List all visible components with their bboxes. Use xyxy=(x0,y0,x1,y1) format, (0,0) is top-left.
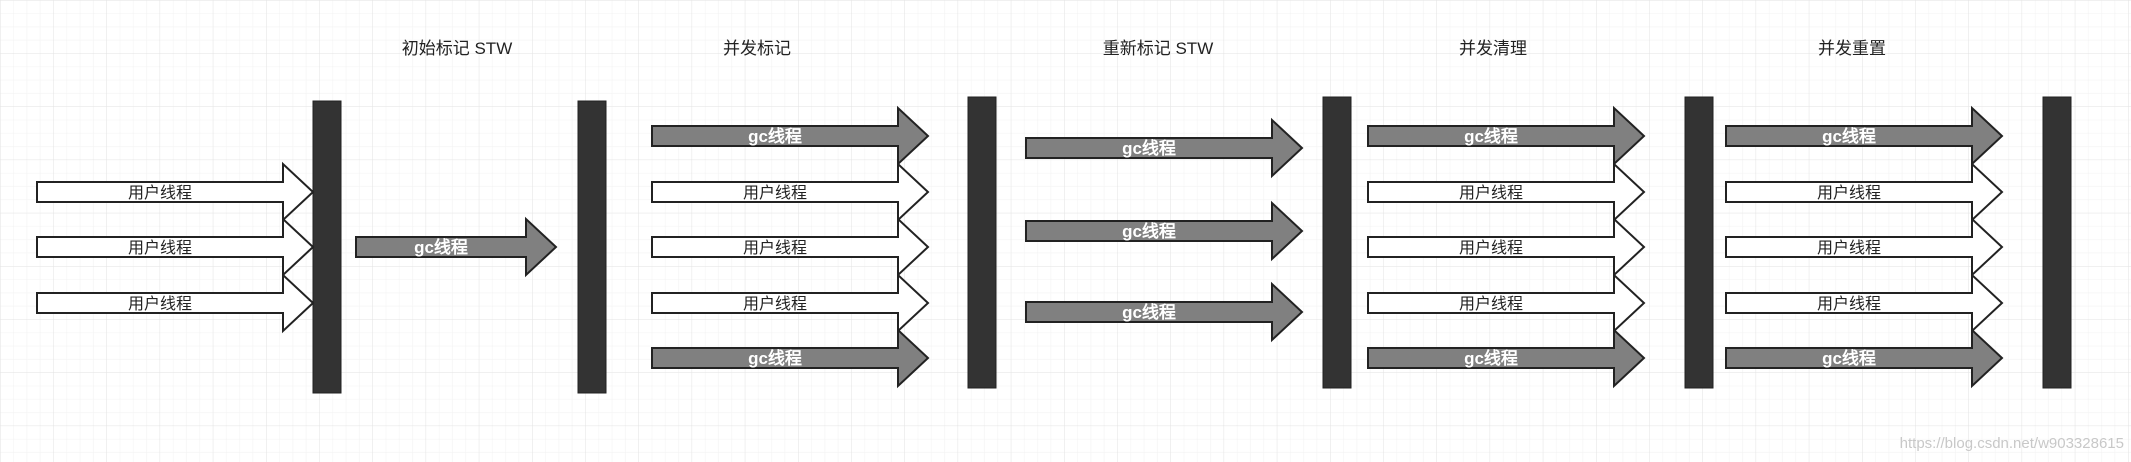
user-thread-label: 用户线程 xyxy=(128,239,192,257)
user-thread-arrow: 用户线程 xyxy=(36,161,315,223)
gc-thread-arrow: gc线程 xyxy=(1367,327,1646,389)
gc-thread-arrow: gc线程 xyxy=(1725,327,2004,389)
user-thread-label: 用户线程 xyxy=(1459,184,1523,202)
gc-thread-label: gc线程 xyxy=(1122,302,1176,322)
barrier-6 xyxy=(2042,96,2072,389)
arrow-shape xyxy=(36,216,315,278)
arrow-shape xyxy=(1367,216,1646,278)
arrow-shape xyxy=(1725,161,2004,223)
gc-thread-arrow: gc线程 xyxy=(1025,281,1304,343)
barriers xyxy=(312,96,2072,394)
arrow-shape xyxy=(651,216,930,278)
user-thread-label: 用户线程 xyxy=(128,295,192,313)
arrow-shape xyxy=(1725,105,2004,167)
thread-arrows: 用户线程用户线程用户线程gc线程gc线程用户线程用户线程用户线程gc线程gc线程… xyxy=(36,105,2004,389)
arrow-shape xyxy=(651,272,930,334)
barrier-3 xyxy=(967,96,997,389)
user-thread-arrow: 用户线程 xyxy=(651,272,930,334)
phase-title-initial-mark: 初始标记 STW xyxy=(402,39,513,58)
user-thread-label: 用户线程 xyxy=(743,239,807,257)
barrier-4 xyxy=(1322,96,1352,389)
arrow-shape xyxy=(1367,161,1646,223)
user-thread-arrow: 用户线程 xyxy=(1725,272,2004,334)
user-thread-arrow: 用户线程 xyxy=(36,216,315,278)
arrow-shape xyxy=(1367,105,1646,167)
gc-thread-arrow: gc线程 xyxy=(1725,105,2004,167)
user-thread-label: 用户线程 xyxy=(1459,239,1523,257)
arrow-shape xyxy=(1725,272,2004,334)
user-thread-label: 用户线程 xyxy=(743,295,807,313)
gc-thread-label: gc线程 xyxy=(1822,348,1876,368)
watermark-text: https://blog.csdn.net/w903328615 xyxy=(1900,435,2124,452)
user-thread-label: 用户线程 xyxy=(743,184,807,202)
arrow-shape xyxy=(651,105,930,167)
gc-thread-label: gc线程 xyxy=(1464,126,1518,146)
gc-thread-arrow: gc线程 xyxy=(651,327,930,389)
arrow-shape xyxy=(1025,117,1304,179)
barrier-1 xyxy=(312,100,342,394)
phase-title-concurrent-reset: 并发重置 xyxy=(1818,39,1886,58)
barrier-5 xyxy=(1684,96,1714,389)
user-thread-label: 用户线程 xyxy=(128,184,192,202)
barrier-2 xyxy=(577,100,607,394)
user-thread-label: 用户线程 xyxy=(1459,295,1523,313)
arrow-shape xyxy=(36,161,315,223)
user-thread-arrow: 用户线程 xyxy=(36,272,315,334)
gc-thread-label: gc线程 xyxy=(1122,221,1176,241)
gc-thread-label: gc线程 xyxy=(748,126,802,146)
user-thread-arrow: 用户线程 xyxy=(1367,216,1646,278)
user-thread-label: 用户线程 xyxy=(1817,239,1881,257)
user-thread-label: 用户线程 xyxy=(1817,295,1881,313)
arrow-shape xyxy=(355,216,558,278)
gc-thread-label: gc线程 xyxy=(748,348,802,368)
arrow-shape xyxy=(36,272,315,334)
arrow-shape xyxy=(1025,281,1304,343)
arrow-shape xyxy=(651,327,930,389)
user-thread-arrow: 用户线程 xyxy=(1367,272,1646,334)
arrow-shape xyxy=(1025,200,1304,262)
gc-thread-arrow: gc线程 xyxy=(355,216,558,278)
gc-thread-arrow: gc线程 xyxy=(1025,200,1304,262)
arrow-shape xyxy=(1367,272,1646,334)
arrow-shape xyxy=(1725,327,2004,389)
arrow-shape xyxy=(1367,327,1646,389)
user-thread-arrow: 用户线程 xyxy=(1367,161,1646,223)
user-thread-arrow: 用户线程 xyxy=(1725,161,2004,223)
gc-thread-label: gc线程 xyxy=(1464,348,1518,368)
gc-thread-arrow: gc线程 xyxy=(1367,105,1646,167)
user-thread-arrow: 用户线程 xyxy=(651,216,930,278)
arrow-shape xyxy=(1725,216,2004,278)
gc-thread-label: gc线程 xyxy=(414,237,468,257)
user-thread-arrow: 用户线程 xyxy=(651,161,930,223)
arrow-shape xyxy=(651,161,930,223)
gc-thread-label: gc线程 xyxy=(1822,126,1876,146)
phase-title-remark: 重新标记 STW xyxy=(1103,39,1214,58)
phase-title-concurrent-mark: 并发标记 xyxy=(723,39,791,58)
user-thread-arrow: 用户线程 xyxy=(1725,216,2004,278)
user-thread-label: 用户线程 xyxy=(1817,184,1881,202)
gc-thread-arrow: gc线程 xyxy=(1025,117,1304,179)
gc-thread-label: gc线程 xyxy=(1122,138,1176,158)
gc-thread-arrow: gc线程 xyxy=(651,105,930,167)
phase-title-concurrent-sweep: 并发清理 xyxy=(1459,39,1527,58)
